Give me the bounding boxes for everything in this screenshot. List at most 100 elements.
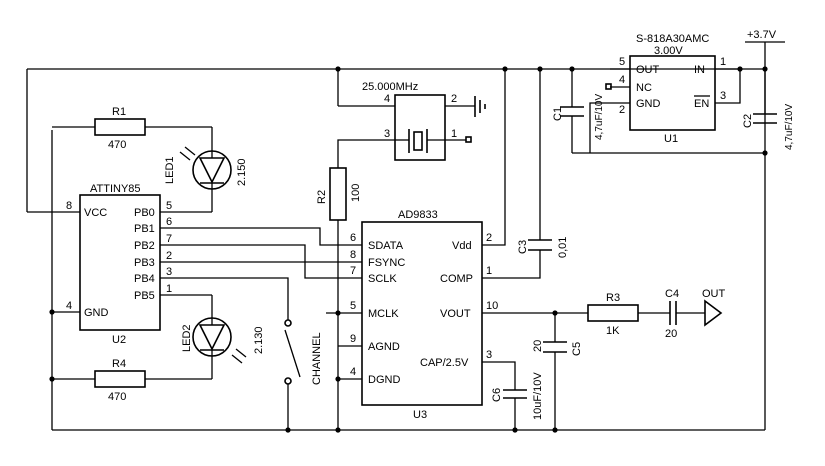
- svg-text:2: 2: [451, 93, 457, 105]
- pin-gnd: GND: [84, 307, 109, 319]
- pin-pb3: PB3: [134, 257, 155, 269]
- svg-text:C3: C3: [517, 240, 529, 254]
- capacitor-c4: C4 20: [665, 288, 679, 340]
- svg-text:IN: IN: [694, 64, 705, 76]
- resistor-r3: R3 1K: [587, 292, 639, 337]
- svg-text:SDATA: SDATA: [368, 240, 404, 252]
- svg-text:1: 1: [486, 265, 492, 277]
- capacitor-c5: 20 C5: [532, 340, 583, 356]
- capacitor-c3: C3 0,01: [517, 237, 569, 258]
- resistor-r2: R2 100: [316, 167, 362, 221]
- svg-text:3: 3: [384, 128, 390, 140]
- svg-text:MCLK: MCLK: [368, 308, 399, 320]
- svg-text:4,7uF/10V: 4,7uF/10V: [594, 94, 605, 140]
- svg-text:470: 470: [108, 391, 126, 403]
- pin-num-gnd: 4: [66, 300, 72, 312]
- svg-text:EN: EN: [694, 98, 709, 110]
- svg-text:CHANNEL: CHANNEL: [311, 332, 323, 385]
- regulator-u1: S-818A30AMC 3.00V U1 OUT NC GND IN EN 5 …: [605, 33, 726, 145]
- crystal-oscillator: 25.000MHz 4 3 2 1: [362, 81, 486, 161]
- svg-text:R2: R2: [316, 190, 328, 204]
- output-terminal: OUT: [702, 288, 726, 327]
- pin-pb2: PB2: [134, 240, 155, 252]
- capacitor-c2: C2 4,7uF/10V: [742, 104, 795, 150]
- svg-text:SCLK: SCLK: [368, 273, 397, 285]
- svg-text:4,7uF/10V: 4,7uF/10V: [784, 104, 795, 150]
- svg-text:4: 4: [384, 93, 390, 105]
- svg-text:5: 5: [350, 300, 356, 312]
- pin-pb1: PB1: [134, 223, 155, 235]
- svg-text:LED1: LED1: [164, 156, 176, 184]
- u1-part: S-818A30AMC: [636, 33, 709, 45]
- capacitor-c1: C1 4,7uF/10V: [552, 94, 605, 140]
- pin-num-pb3: 2: [166, 250, 172, 262]
- svg-text:LED2: LED2: [181, 324, 193, 352]
- svg-text:4: 4: [350, 366, 356, 378]
- channel-switch: CHANNEL: [284, 319, 323, 385]
- svg-text:DGND: DGND: [368, 374, 400, 386]
- wires: [26, 41, 785, 431]
- svg-text:C1: C1: [552, 107, 564, 121]
- svg-text:2.130: 2.130: [253, 326, 265, 354]
- attiny-part: ATTINY85: [90, 183, 141, 195]
- svg-text:1: 1: [451, 128, 457, 140]
- svg-text:Vdd: Vdd: [452, 240, 472, 252]
- resistor-r4: R4 470: [94, 358, 146, 403]
- svg-text:20: 20: [532, 340, 544, 352]
- svg-text:CAP/2.5V: CAP/2.5V: [420, 357, 469, 369]
- svg-text:7: 7: [350, 265, 356, 277]
- ad-ref: U3: [413, 409, 427, 421]
- svg-text:GND: GND: [636, 98, 661, 110]
- u1-voltage: 3.00V: [654, 45, 683, 57]
- pin-num-pb1: 6: [166, 216, 172, 228]
- resistor-r1: R1 470: [94, 106, 146, 151]
- svg-text:1: 1: [720, 56, 726, 68]
- pin-num-pb5: 1: [166, 283, 172, 295]
- svg-text:OUT: OUT: [636, 64, 660, 76]
- svg-text:R3: R3: [606, 292, 620, 304]
- svg-text:10uF/10V: 10uF/10V: [532, 372, 544, 420]
- svg-text:VOUT: VOUT: [440, 308, 471, 320]
- ad9833-chip: AD9833 U3 SDATA FSYNC SCLK MCLK AGND DGN…: [350, 209, 498, 421]
- capacitor-c6: C6 10uF/10V: [491, 372, 544, 420]
- svg-text:2: 2: [619, 104, 625, 116]
- svg-text:20: 20: [665, 328, 677, 340]
- svg-text:AGND: AGND: [368, 341, 400, 353]
- svg-text:C5: C5: [571, 342, 583, 356]
- pin-pb4: PB4: [134, 273, 155, 285]
- svg-text:100: 100: [350, 184, 362, 202]
- svg-text:3: 3: [486, 349, 492, 361]
- u1-ref: U1: [664, 133, 678, 145]
- crystal-freq: 25.000MHz: [362, 81, 418, 93]
- svg-text:1K: 1K: [606, 325, 620, 337]
- svg-text:5: 5: [619, 56, 625, 68]
- led1: LED1 2.150: [164, 146, 248, 190]
- svg-text:10: 10: [486, 300, 498, 312]
- svg-text:NC: NC: [636, 82, 652, 94]
- pin-num-pb2: 7: [166, 233, 172, 245]
- pin-num-pb0: 5: [166, 200, 172, 212]
- pin-pb0: PB0: [134, 207, 155, 219]
- svg-text:4: 4: [619, 74, 625, 86]
- svg-text:C2: C2: [742, 114, 754, 128]
- attiny-ref: U2: [112, 334, 126, 346]
- svg-text:8: 8: [350, 249, 356, 261]
- pin-num-pb4: 3: [166, 266, 172, 278]
- svg-text:2.150: 2.150: [236, 158, 248, 186]
- svg-text:470: 470: [108, 139, 126, 151]
- svg-text:OUT: OUT: [702, 288, 726, 300]
- svg-text:3: 3: [720, 90, 726, 102]
- supply-label: +3.7V: [747, 29, 777, 41]
- svg-text:R1: R1: [112, 106, 126, 118]
- attiny85-chip: ATTINY85 U2 VCC GND PB0 PB1 PB2 PB3 PB4 …: [66, 183, 172, 346]
- svg-text:0,01: 0,01: [557, 237, 569, 258]
- led2: LED2 2.130: [181, 316, 265, 364]
- pin-num-vcc: 8: [66, 200, 72, 212]
- svg-text:2: 2: [486, 232, 492, 244]
- svg-text:FSYNC: FSYNC: [368, 257, 405, 269]
- svg-text:9: 9: [350, 333, 356, 345]
- svg-text:COMP: COMP: [440, 273, 473, 285]
- ad-part: AD9833: [398, 209, 438, 221]
- svg-text:R4: R4: [112, 358, 126, 370]
